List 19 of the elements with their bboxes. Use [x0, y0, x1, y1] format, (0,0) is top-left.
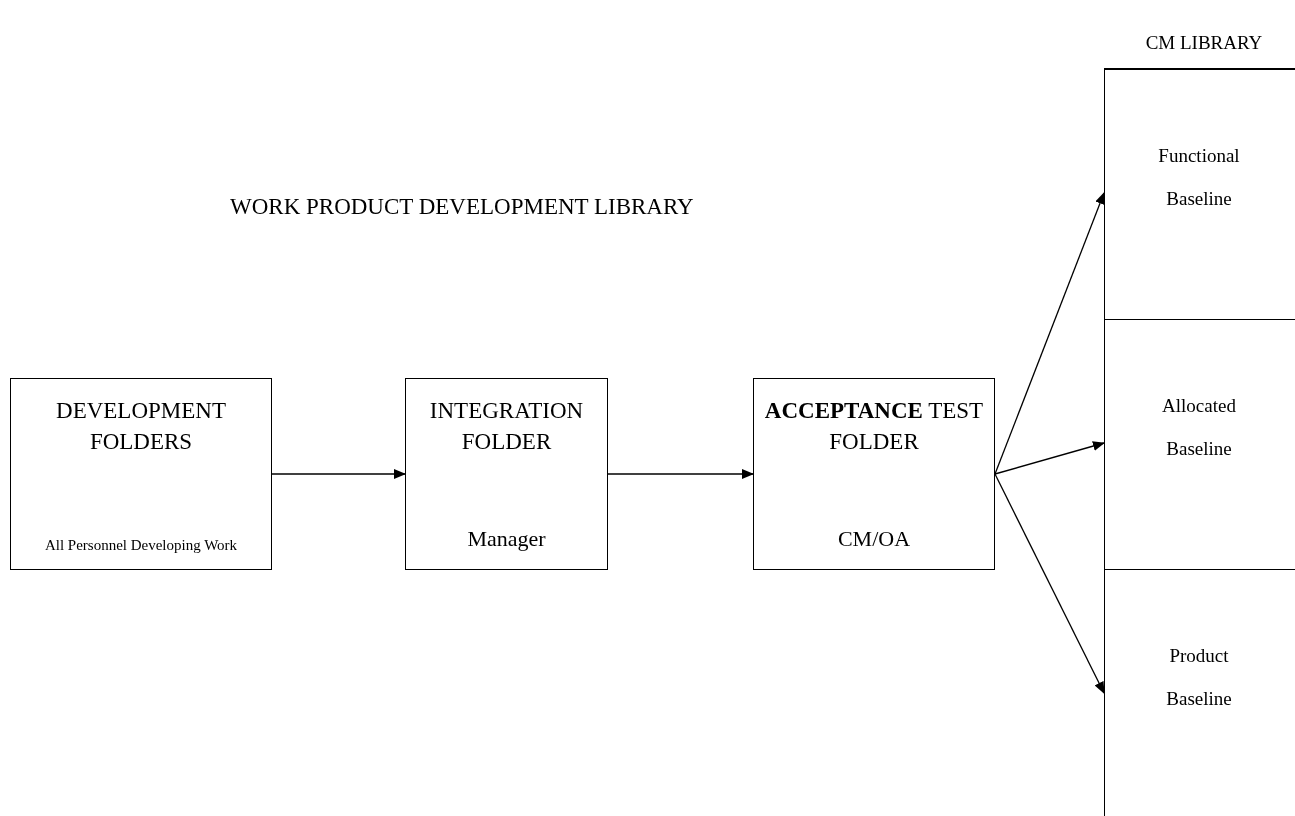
- diagram-title: WORK PRODUCT DEVELOPMENT LIBRARY: [230, 193, 694, 221]
- section-label: Allocated Baseline: [1161, 394, 1237, 461]
- arrow: [271, 469, 406, 479]
- folder-box: [405, 378, 608, 570]
- folder-title: ACCEPTANCE TEST FOLDER: [763, 397, 985, 456]
- folder-owner: Manager: [467, 525, 546, 553]
- arrow: [994, 441, 1105, 475]
- arrow: [607, 469, 754, 479]
- column-heading: CM LIBRARY: [1144, 31, 1264, 55]
- folder-owner: All Personnel Developing Work: [44, 536, 238, 555]
- arrow: [994, 192, 1105, 475]
- section-label: Functional Baseline: [1157, 144, 1241, 211]
- folder-title: DEVELOPMENT FOLDERS: [55, 397, 227, 456]
- folder-box: [10, 378, 272, 570]
- folder-title: INTEGRATION FOLDER: [428, 397, 585, 456]
- folder-box: [753, 378, 995, 570]
- arrow: [994, 473, 1105, 694]
- folder-owner: CM/OA: [837, 525, 911, 553]
- section-label: Product Baseline: [1165, 644, 1233, 711]
